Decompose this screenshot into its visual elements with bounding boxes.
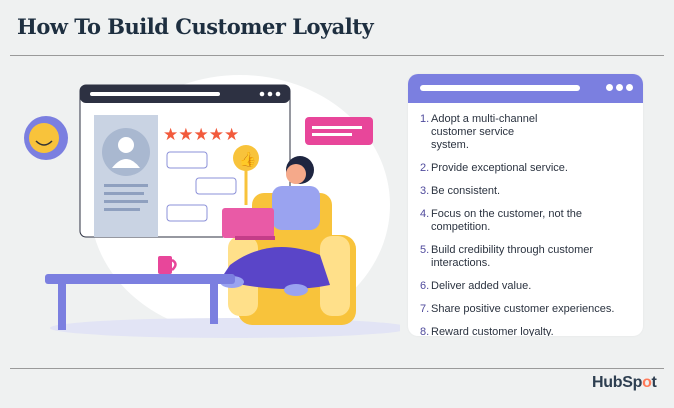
svg-text:★★★★★: ★★★★★	[163, 125, 239, 144]
top-divider	[10, 55, 664, 56]
card-address-bar	[420, 85, 580, 91]
chat-bubbles-illustration	[166, 151, 237, 222]
list-item: 6.Deliver added value.	[420, 280, 532, 292]
list-item: 1.Adopt a multi-channel customer service…	[420, 113, 538, 151]
bottom-divider	[10, 368, 664, 369]
list-item: 2.Provide exceptional service.	[420, 162, 568, 174]
hubspot-logo: HubSpot	[592, 374, 657, 391]
woman-with-laptop-illustration	[220, 156, 330, 296]
list-item: 5.Build credibility through customer int…	[420, 244, 594, 269]
mug-icon	[158, 256, 177, 274]
tips-card: 1.Adopt a multi-channel customer service…	[408, 74, 643, 336]
list-item: 8.Reward customer loyalty.	[420, 326, 554, 336]
table-illustration	[45, 274, 235, 330]
speech-bubble-icon	[305, 117, 373, 145]
customer-loyalty-illustration: ★★★★★ 👍	[24, 75, 400, 338]
list-item: 3.Be consistent.	[420, 185, 501, 197]
page-title: How To Build Customer Loyalty	[17, 14, 374, 39]
smiley-emoji-icon	[24, 116, 68, 160]
thumbs-up-icon: 👍	[233, 145, 259, 205]
list-item: 4.Focus on the customer, not the competi…	[420, 208, 583, 233]
svg-text:👍: 👍	[239, 151, 256, 168]
tips-list: 1.Adopt a multi-channel customer service…	[408, 103, 643, 336]
rating-stars-icon: ★★★★★	[163, 125, 239, 144]
more-dots-icon	[606, 84, 633, 91]
card-header	[408, 74, 643, 103]
list-item: 7.Share positive customer experiences.	[420, 303, 615, 315]
